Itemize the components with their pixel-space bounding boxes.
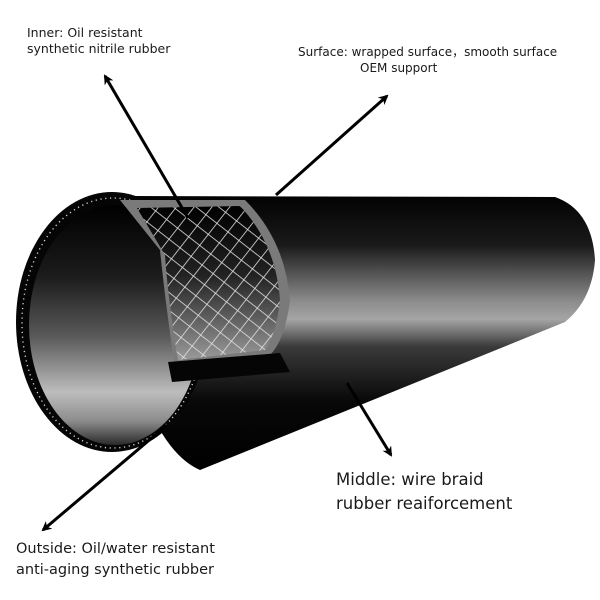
label-middle-line2: rubber reaiforcement xyxy=(336,493,513,513)
arrow-surface xyxy=(275,94,389,197)
label-surface-line2: OEM support xyxy=(360,60,438,75)
label-middle-layer: Middle: wire braid rubber reaiforcement xyxy=(336,468,512,516)
label-outside-layer: Outside: Oil/water resistant anti-aging … xyxy=(16,539,215,581)
label-inner-layer: Inner: Oil resistant synthetic nitrile r… xyxy=(27,25,170,58)
hose-inner-surface xyxy=(29,205,201,445)
label-inner-line1: Inner: Oil resistant xyxy=(27,25,143,40)
wire-braid-mesh xyxy=(137,206,280,360)
arrow-inner xyxy=(103,74,190,219)
callout-arrows xyxy=(41,74,393,532)
label-outside-line2: anti-aging synthetic rubber xyxy=(16,562,215,579)
cutaway-lower-lip xyxy=(168,353,290,382)
arrow-outside xyxy=(41,423,168,532)
label-surface-line1: Surface: wrapped surface，smooth surface xyxy=(298,45,558,59)
label-inner-line2: synthetic nitrile rubber xyxy=(27,41,171,57)
label-surface: Surface: wrapped surface，smooth surface … xyxy=(298,45,557,76)
arrow-middle xyxy=(345,382,393,457)
label-outside-line1: Outside: Oil/water resistant xyxy=(16,541,215,557)
label-middle-line1: Middle: wire braid xyxy=(336,470,484,489)
